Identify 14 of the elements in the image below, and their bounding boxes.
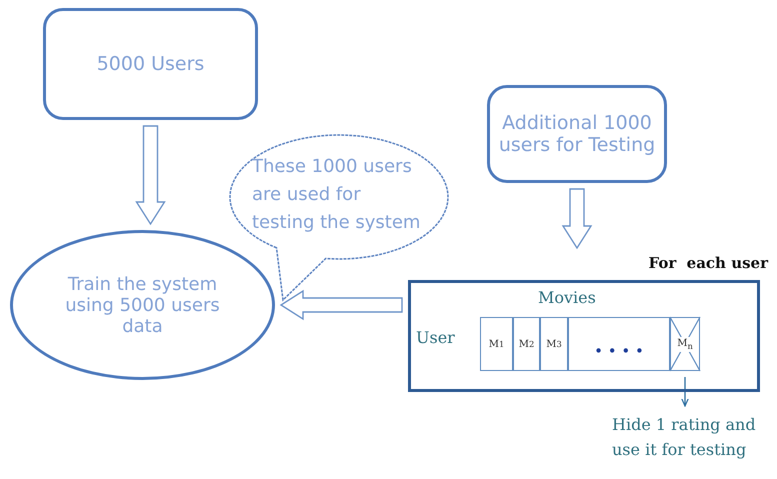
block-arrow [562,188,592,250]
note-text: Hide 1 rating and use it for testing [612,412,777,472]
row-heading: User [416,328,455,347]
leader-arrow [681,377,689,407]
hidden-movie-cell: M$_{n}$ [670,317,700,371]
movie-cell: • • • • [568,317,670,371]
process-ellipse: Train the system using 5000 users data [10,230,275,380]
block-arrow [135,125,166,226]
block-arrow [280,290,403,320]
process-box: 5000 Users [43,8,258,120]
column-heading: Movies [538,288,596,307]
process-box: Additional 1000 users for Testing [487,85,667,183]
panel-heading: For each user [648,254,768,272]
speech-bubble [228,133,450,303]
